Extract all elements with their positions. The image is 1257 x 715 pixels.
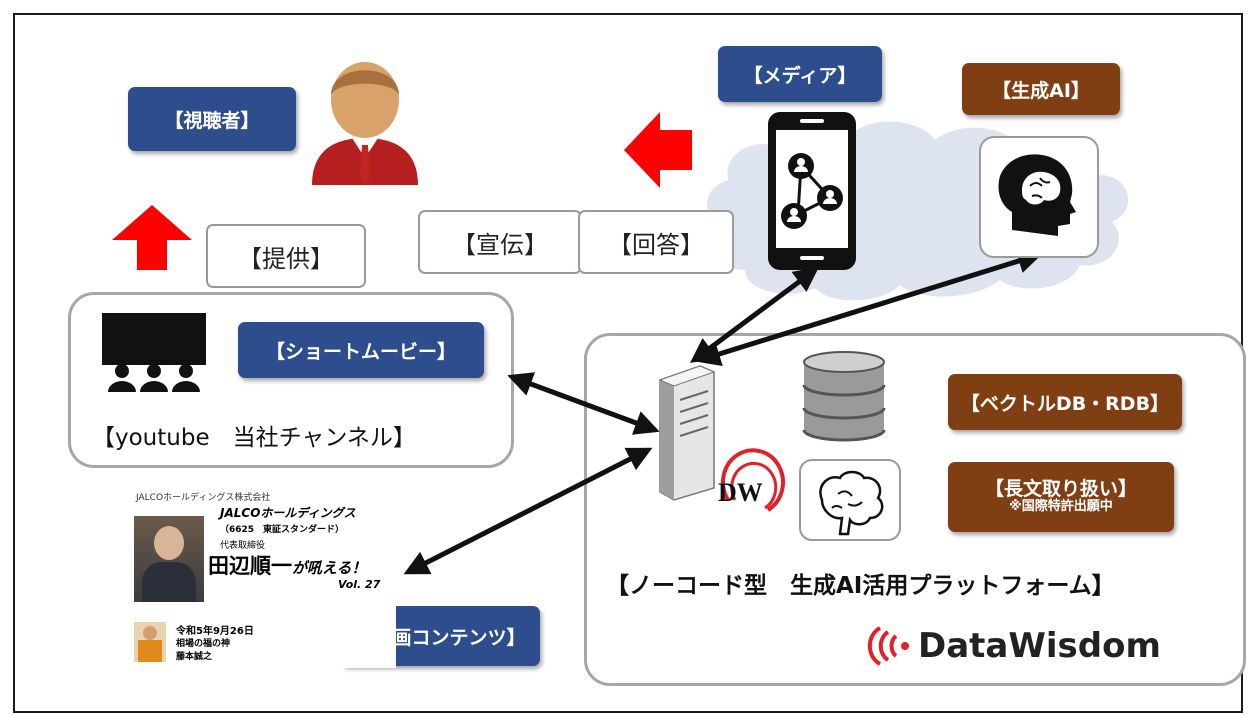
thumb-ticker: （6625 東証スタンダード） <box>220 525 345 535</box>
thumb-guest-photo <box>134 622 166 662</box>
vector-db-tag: 【ベクトルDB・RDB】 <box>948 374 1182 430</box>
dw-logo-text: DW <box>718 478 763 507</box>
thumb-vol: Vol. 27 <box>338 578 381 591</box>
short-movie-tag: 【ショートムービー】 <box>238 322 484 378</box>
datawisdom-brand: DataWisdom <box>918 626 1161 666</box>
red-left-arrow <box>624 112 692 188</box>
thumb-guest-line2: 藤本誠之 <box>176 652 213 662</box>
ad-label: 【宣伝】 <box>418 210 582 274</box>
thumb-company-header: JALCOホールディングス株式会社 <box>136 493 271 503</box>
red-up-arrow <box>112 205 192 270</box>
youtube-channel-label: 【youtube 当社チャンネル】 <box>92 425 416 451</box>
video-thumbnail: JALCOホールディングス株式会社 JALCOホールディングス （6625 東証… <box>124 486 396 668</box>
thumb-guest-line1: 相場の福の神 <box>176 639 231 649</box>
media-tag: 【メディア】 <box>718 46 882 102</box>
platform-label: 【ノーコード型 生成AI活用プラットフォーム】 <box>606 573 1115 599</box>
long-text-tag: 【長文取り扱い】 ※国際特許出願中 <box>948 462 1174 532</box>
answer-label: 【回答】 <box>578 210 734 274</box>
thumb-role: 代表取締役 <box>220 541 266 551</box>
arrow-video-server <box>403 447 653 575</box>
thumb-company: JALCOホールディングス <box>220 506 356 520</box>
thumb-photo <box>134 516 204 602</box>
patent-note: ※国際特許出願中 <box>1009 499 1113 515</box>
viewer-tag: 【視聴者】 <box>128 87 296 151</box>
gen-ai-tag: 【生成AI】 <box>962 63 1120 115</box>
provide-label: 【提供】 <box>206 224 366 288</box>
thumb-title-name: 田辺順一 <box>208 554 292 578</box>
long-text-label: 【長文取り扱い】 <box>984 477 1137 500</box>
thumb-date: 令和5年9月26日 <box>176 626 254 637</box>
arrow-youtube-server <box>507 372 660 435</box>
arrow-ai-server <box>695 248 1043 367</box>
thumb-title-rest: が吼える！ <box>292 559 367 577</box>
